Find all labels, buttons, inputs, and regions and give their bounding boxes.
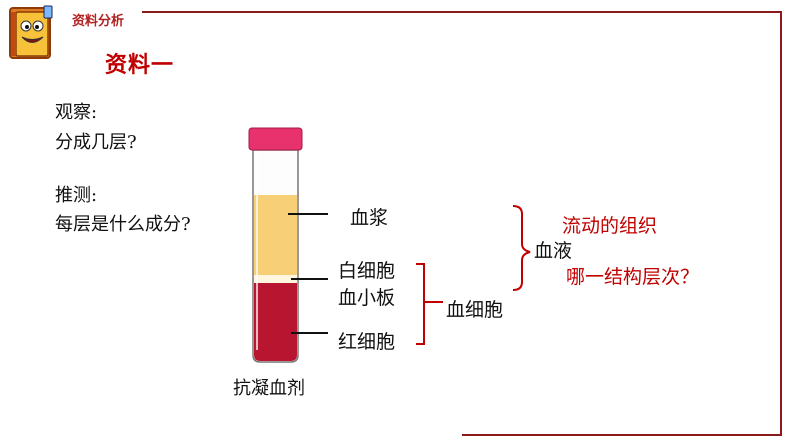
red-cell-layer	[254, 283, 297, 361]
flowing-tissue-note: 流动的组织	[562, 211, 657, 238]
structure-level-question: 哪一结构层次？	[566, 262, 699, 289]
blood-label: 血液	[534, 236, 572, 263]
plasma-label: 血浆	[350, 203, 388, 230]
platelets-label: 血小板	[338, 283, 395, 310]
white-cells-label: 白细胞	[338, 256, 395, 283]
plasma-layer	[254, 195, 297, 275]
blood-brace	[513, 206, 530, 290]
buffy-coat-layer	[254, 275, 297, 283]
tube-cap	[249, 128, 302, 150]
tube-caption: 抗凝血剂	[233, 374, 305, 400]
blood-cells-bracket	[416, 264, 424, 344]
red-cells-label: 红细胞	[338, 327, 395, 354]
test-tube	[249, 128, 302, 362]
blood-cells-label: 血细胞	[446, 295, 503, 322]
